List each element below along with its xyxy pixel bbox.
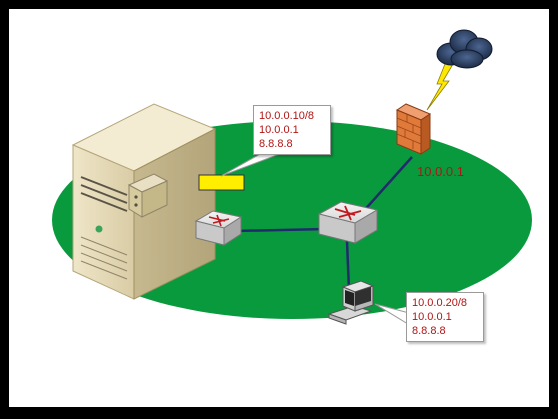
link-switch2-pc bbox=[345, 240, 351, 292]
link-switch2-firewall bbox=[360, 156, 413, 215]
internet-cloud-icon bbox=[436, 29, 493, 69]
firewall-ip-label: 10.0.0.1 bbox=[417, 164, 464, 179]
diagram-canvas: 10.0.0.10/8 10.0.0.1 8.8.8.8 10.0.0.20/8… bbox=[9, 9, 549, 407]
switch-1-icon bbox=[194, 210, 243, 246]
pc-gateway: 10.0.0.1 bbox=[412, 311, 452, 323]
server-ip-mask: 10.0.0.10/8 bbox=[259, 110, 315, 122]
server-nic-highlight bbox=[198, 174, 245, 191]
switch-2-icon bbox=[317, 201, 379, 244]
firewall-icon bbox=[395, 103, 432, 155]
pc-dns: 8.8.8.8 bbox=[412, 325, 446, 337]
network-diagram bbox=[52, 29, 532, 328]
pc-icon bbox=[327, 280, 375, 325]
server-config-callout: 10.0.0.10/8 10.0.0.1 8.8.8.8 bbox=[253, 105, 331, 155]
pc-config-callout: 10.0.0.20/8 10.0.0.1 8.8.8.8 bbox=[406, 292, 484, 342]
server-gateway: 10.0.0.1 bbox=[259, 124, 299, 136]
server-icon bbox=[71, 103, 217, 300]
link-switch1-switch2 bbox=[233, 227, 328, 233]
pc-ip-mask: 10.0.0.20/8 bbox=[412, 297, 468, 309]
lightning-icon bbox=[426, 63, 454, 111]
server-dns: 8.8.8.8 bbox=[259, 138, 293, 150]
